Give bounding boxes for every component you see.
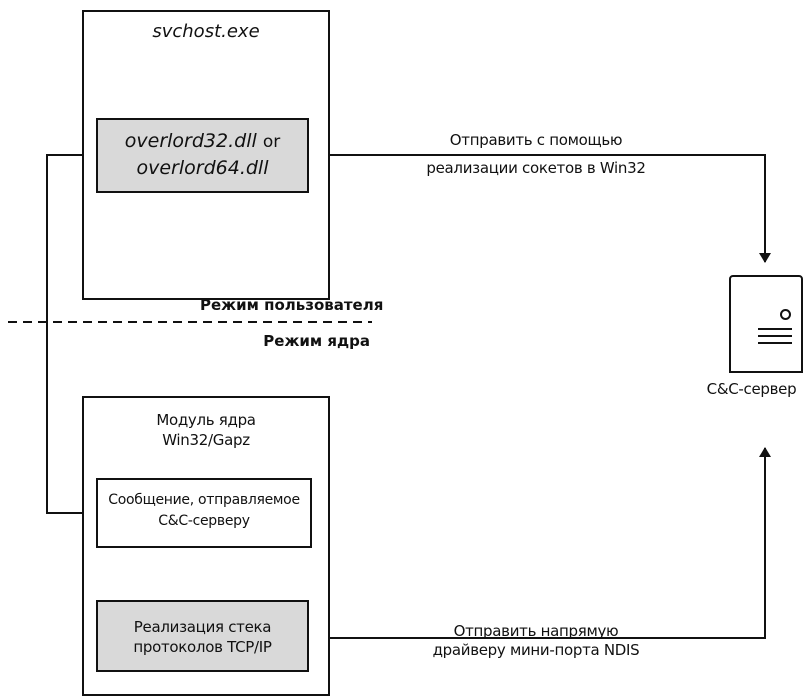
user-mode-label: Режим пользователя xyxy=(200,296,384,314)
process-title: svchost.exe xyxy=(152,21,260,42)
lower-path-label-line1: Отправить напрямую xyxy=(453,622,619,640)
tcpip-box xyxy=(96,600,309,672)
kernel-module-title-line1: Модуль ядра xyxy=(156,411,256,429)
upper-path-label-line2: реализации сокетов в Win32 xyxy=(426,159,646,177)
dll-name-a: overlord32.dll xyxy=(124,130,257,152)
arrow-dll-to-server xyxy=(309,154,771,263)
server-icon xyxy=(729,275,803,373)
message-line1: Сообщение, отправляемое xyxy=(108,492,300,508)
upper-path-label-line1: Отправить с помощью xyxy=(449,131,623,149)
message-line2: C&C-серверу xyxy=(158,513,250,529)
tcpip-line2: протоколов TCP/IP xyxy=(133,638,272,656)
server-led xyxy=(780,309,791,320)
server-slot xyxy=(758,328,792,330)
server-slot xyxy=(758,335,792,337)
kernel-mode-label: Режим ядра xyxy=(263,332,370,350)
dll-name-b: overlord64.dll xyxy=(136,157,269,179)
tcpip-line1: Реализация стека xyxy=(133,618,272,636)
dll-box xyxy=(96,118,309,193)
server-label: C&C-сервер xyxy=(706,380,797,398)
kernel-module-title-line2: Win32/Gapz xyxy=(162,431,250,449)
server-slot xyxy=(758,342,792,344)
arrow-message-to-dll xyxy=(46,149,96,514)
dll-or: or xyxy=(262,132,281,152)
arrow-tcpip-to-server xyxy=(309,447,771,639)
dll-name-line1: overlord32.dll or xyxy=(96,130,309,154)
lower-path-label-line2: драйверу мини-порта NDIS xyxy=(432,641,640,659)
message-box xyxy=(96,478,312,548)
